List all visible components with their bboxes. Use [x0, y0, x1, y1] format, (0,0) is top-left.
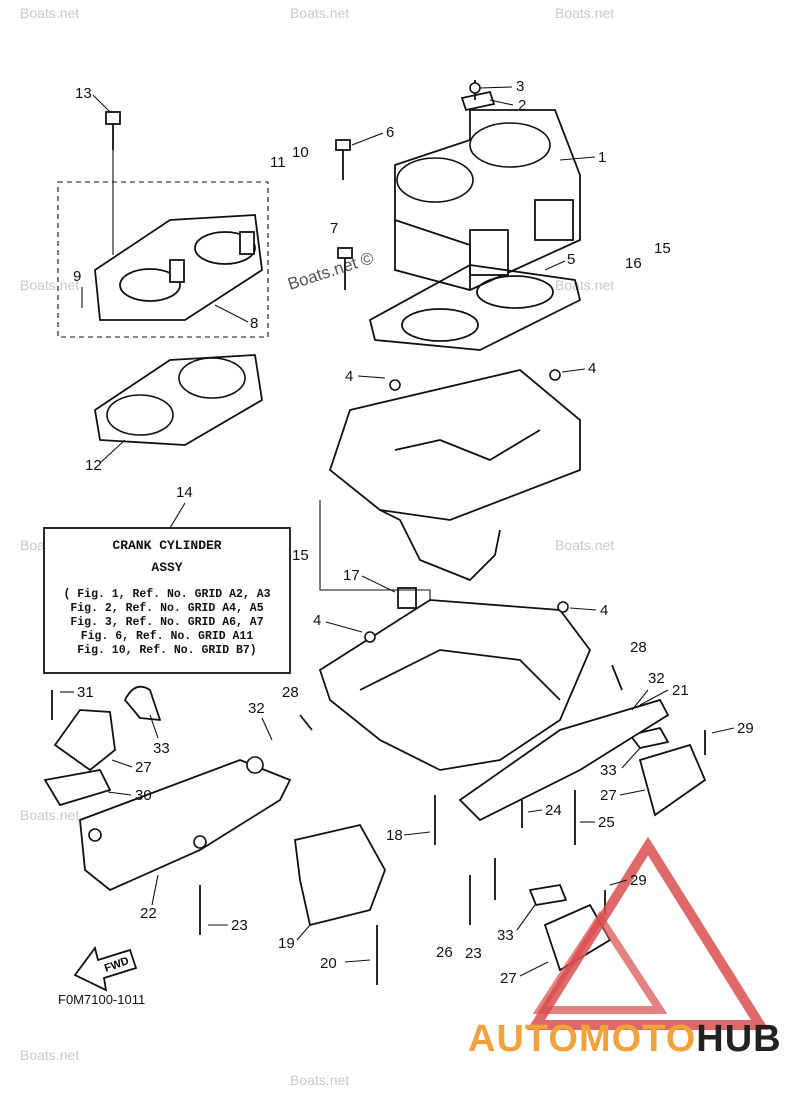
- assy-box-ref: Fig. 2, Ref. No. GRID A4, A5: [70, 602, 264, 615]
- callout-label: 16: [625, 255, 642, 272]
- callout-label: 27: [600, 787, 617, 804]
- callout-label: 26: [436, 944, 453, 961]
- callout-label: 6: [386, 124, 394, 141]
- callout-label: 3: [516, 78, 524, 95]
- callout-label: 27: [135, 759, 152, 776]
- callout-label: 30: [135, 787, 152, 804]
- cylinder-block: [394, 109, 581, 291]
- callout-label: 23: [231, 917, 248, 934]
- callout-label: 33: [600, 762, 617, 779]
- lower-crankcase: [318, 599, 592, 771]
- left-mount-plate: [79, 756, 292, 892]
- callout-label: 28: [630, 639, 647, 656]
- watermark-text: Boats.net: [20, 5, 79, 21]
- bolts-6-7: [335, 139, 353, 290]
- callout-label: 4: [313, 612, 321, 629]
- callout-label: 27: [500, 970, 517, 987]
- logo-part-1: AUTOMOTO: [468, 1018, 697, 1060]
- callouts: 1 2 3 4 4 4 4 5 6 7 8 9 10 11 12 13 14 1…: [60, 78, 754, 987]
- dowel-17: [397, 587, 417, 609]
- callout-label: 8: [250, 315, 258, 332]
- callout-label: 10: [292, 144, 309, 161]
- head-gasket: [94, 354, 263, 446]
- assy-box-ref: Fig. 6, Ref. No. GRID A11: [80, 630, 254, 643]
- callout-label: 2: [518, 97, 526, 114]
- watermark-text: Boats.net: [555, 537, 614, 553]
- watermark-text: Boats.net: [20, 277, 79, 293]
- callout-label: 24: [545, 802, 562, 819]
- callout-label: 21: [672, 682, 689, 699]
- callout-label: 31: [77, 684, 94, 701]
- assy-box-title: CRANK CYLINDER: [112, 538, 222, 553]
- callout-label: 12: [85, 457, 102, 474]
- assy-box-ref: Fig. 10, Ref. No. GRID B7): [77, 644, 257, 657]
- leader-15: [319, 500, 431, 600]
- logo-part-2: HUB: [696, 1018, 782, 1060]
- callout-label: 25: [598, 814, 615, 831]
- watermark-text: Boats.net: [555, 5, 614, 21]
- callout-label: 18: [386, 827, 403, 844]
- upper-crankcase: [328, 369, 581, 581]
- watermark-text: Boats.net: [290, 1072, 349, 1088]
- assy-box-ref: ( Fig. 1, Ref. No. GRID A2, A3: [63, 588, 271, 601]
- callout-label: 33: [153, 740, 170, 757]
- callout-label: 5: [567, 251, 575, 268]
- clips-33: [124, 685, 669, 906]
- assy-box-subtitle: ASSY: [151, 560, 183, 575]
- logo-mark: [526, 836, 770, 1030]
- assy-box-ref: Fig. 3, Ref. No. GRID A6, A7: [70, 616, 264, 629]
- callout-label: 32: [648, 670, 665, 687]
- callout-label: 14: [176, 484, 193, 501]
- engine-mount-right: [543, 743, 707, 972]
- assy-box: [43, 527, 291, 674]
- right-mount-bracket: [458, 698, 670, 822]
- callout-label: 4: [588, 360, 596, 377]
- callout-label: 32: [248, 700, 265, 717]
- figure-code: F0M7100-1011: [58, 992, 146, 1007]
- fwd-arrow: FWD: [73, 945, 138, 992]
- watermark-text: Boats.net: [555, 277, 614, 293]
- callout-label: 17: [343, 567, 360, 584]
- callout-label: 9: [73, 268, 81, 285]
- callout-label: 15: [292, 547, 309, 564]
- callout-label: 11: [270, 154, 286, 171]
- callout-label: 28: [282, 684, 299, 701]
- watermark-text: Boats.net ©: [285, 248, 376, 294]
- watermark-text: Boats.net: [20, 1047, 79, 1063]
- watermark-text: Boats.net: [20, 807, 79, 823]
- callout-label: 29: [737, 720, 754, 737]
- bracket-and-screw: [460, 80, 496, 112]
- callout-label: 13: [75, 85, 92, 102]
- watermarks: Boats.net Boats.net Boats.net Boats.net …: [20, 5, 614, 1088]
- callout-label: 33: [497, 927, 514, 944]
- callout-label: 29: [630, 872, 647, 889]
- callout-label: 4: [345, 368, 353, 385]
- callout-label: 19: [278, 935, 295, 952]
- base-gasket: [369, 264, 581, 351]
- engine-mount-left: [43, 709, 116, 807]
- callout-label: 22: [140, 905, 157, 922]
- callout-label: 4: [600, 602, 608, 619]
- cylinder-head: [57, 181, 269, 338]
- logo-wordmark: AUTOMOTOHUB: [468, 1018, 782, 1061]
- callout-label: 15: [654, 240, 671, 257]
- callout-label: 20: [320, 955, 337, 972]
- damper-19: [294, 823, 386, 927]
- bolt-13: [105, 111, 121, 255]
- callout-label: 7: [330, 220, 338, 237]
- watermark-text: Boats.net: [290, 5, 349, 21]
- callout-label: 1: [598, 149, 606, 166]
- callout-label: 23: [465, 945, 482, 962]
